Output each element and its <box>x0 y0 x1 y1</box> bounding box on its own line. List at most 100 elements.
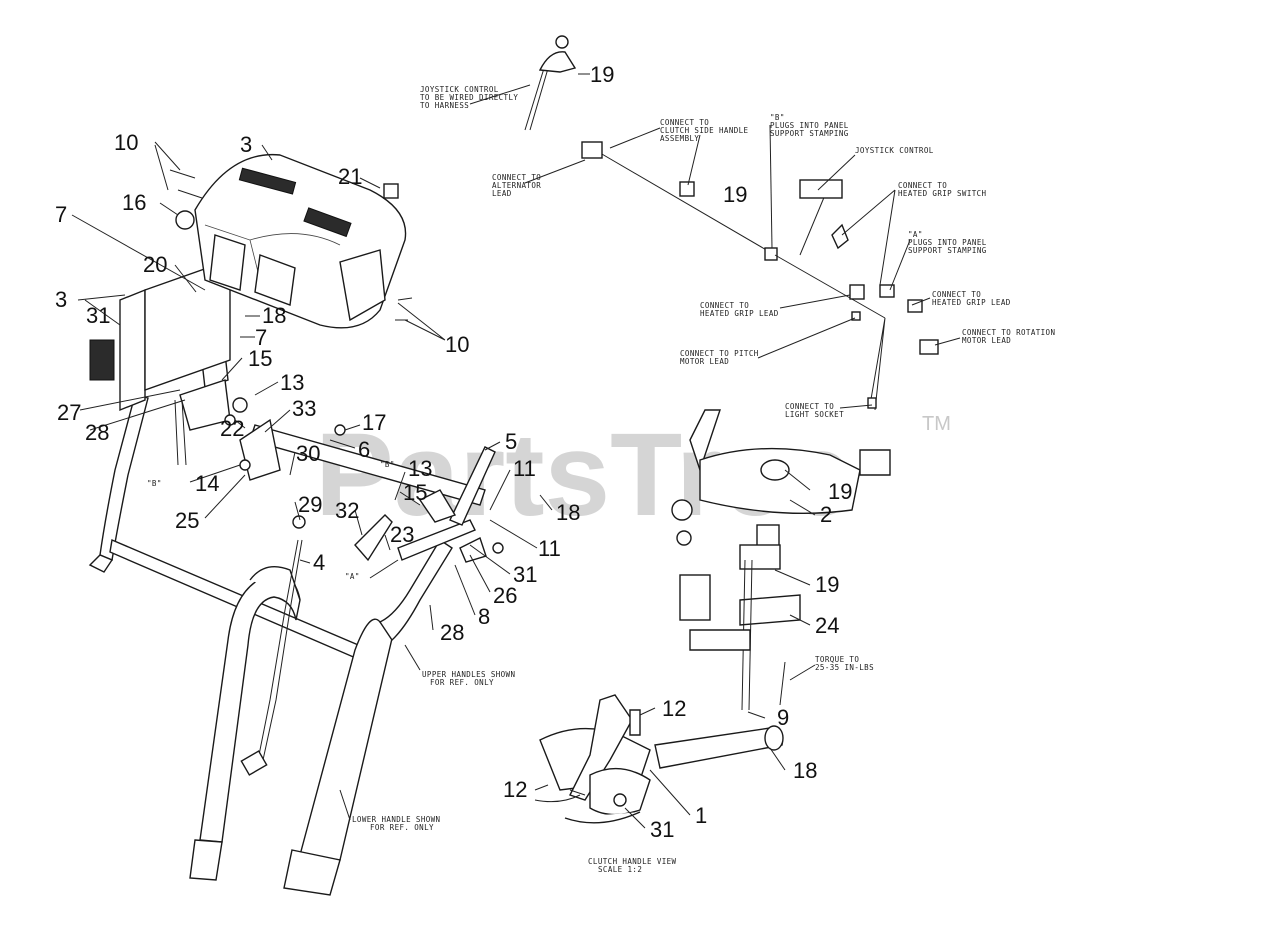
drawing-stroke <box>859 449 891 476</box>
drawing-stroke <box>399 491 421 506</box>
drawing-stroke <box>339 249 386 322</box>
drawing-stroke <box>175 210 195 230</box>
drawing-stroke <box>144 259 231 391</box>
note-text: TORQUE TO <box>815 655 859 664</box>
drawing-stroke <box>629 709 641 736</box>
drawing-stroke <box>779 661 786 706</box>
callout: 20 <box>143 252 167 277</box>
drawing-stroke <box>757 317 856 359</box>
drawing-stroke <box>789 499 816 516</box>
drawing-stroke <box>789 664 816 681</box>
drawing-stroke <box>232 397 248 413</box>
callout: 15 <box>403 480 427 505</box>
drawing-stroke <box>383 183 399 199</box>
drawing-stroke <box>689 629 751 651</box>
callout: 28 <box>440 620 464 645</box>
drawing-stroke <box>262 539 303 761</box>
drawing-stroke <box>699 447 861 515</box>
callout: 3 <box>240 132 252 157</box>
drawing-stroke <box>569 789 586 796</box>
note-text: CLUTCH HANDLE VIEW <box>588 857 677 866</box>
drawing-stroke <box>283 849 341 896</box>
callout: 15 <box>248 346 272 371</box>
callout: 31 <box>513 562 537 587</box>
drawing-stroke <box>469 544 511 575</box>
drawing-stroke <box>489 519 538 549</box>
callout: 26 <box>493 583 517 608</box>
callout: 30 <box>296 441 320 466</box>
drawing-stroke <box>204 474 246 519</box>
drawing-stroke <box>538 51 577 73</box>
note-text: UPPER HANDLES SHOWN <box>422 670 515 679</box>
drawing-stroke <box>589 767 651 816</box>
drawing-stroke <box>534 784 549 791</box>
note-text: CONNECT TO <box>660 118 709 127</box>
callout: 11 <box>513 456 536 481</box>
drawing-stroke <box>119 288 146 412</box>
drawing-stroke <box>555 35 569 49</box>
callout: 10 <box>445 332 469 357</box>
drawing-stroke <box>799 179 843 199</box>
drawing-stroke <box>234 419 246 429</box>
drawing-stroke <box>739 544 781 570</box>
note-text: CONNECT TO <box>785 402 834 411</box>
drawing-stroke <box>334 424 346 436</box>
drawing-stroke <box>779 294 851 309</box>
drawing-stroke <box>534 794 581 803</box>
note-text: HEATED GRIP SWITCH <box>898 189 987 198</box>
callout: 28 <box>85 420 109 445</box>
handle-assembly-drawing <box>88 259 504 896</box>
drawing-stroke <box>249 233 341 246</box>
drawing-stroke <box>524 159 586 184</box>
drawing-stroke <box>851 311 861 321</box>
drawing-stroke <box>394 471 406 501</box>
callout: 4 <box>313 550 325 575</box>
drawing-stroke <box>174 399 187 466</box>
drawing-stroke <box>238 167 297 195</box>
wiring-harness-drawing <box>524 35 939 411</box>
drawing-stroke <box>254 254 296 306</box>
note-label-b2: "B" <box>380 460 394 469</box>
watermark-trademark: TM <box>922 413 951 435</box>
drawing-stroke <box>831 223 849 250</box>
callout: 7 <box>55 202 67 227</box>
callout: 1 <box>695 803 707 828</box>
drawing-stroke <box>71 214 206 291</box>
note-joystick-control: JOYSTICK CONTROL <box>855 146 934 155</box>
callout: 23 <box>390 522 414 547</box>
drawing-stroke <box>624 807 646 829</box>
drawing-stroke <box>492 542 504 554</box>
drawing-stroke <box>329 439 356 449</box>
drawing-stroke <box>817 154 856 191</box>
drawing-stroke <box>354 509 363 536</box>
drawing-stroke <box>261 144 273 161</box>
drawing-stroke <box>240 750 268 776</box>
note-text: LIGHT SOCKET <box>785 410 844 419</box>
note-text: CONNECT TO <box>700 301 749 310</box>
callout: 12 <box>503 777 527 802</box>
callout: 19 <box>815 572 839 597</box>
drawing-stroke <box>339 789 351 821</box>
drawing-stroke <box>189 839 223 881</box>
drawing-stroke <box>249 566 301 601</box>
note-text: HEATED GRIP LEAD <box>932 298 1011 307</box>
drawing-stroke <box>769 124 773 249</box>
note-text: "A" <box>345 572 360 581</box>
drawing-stroke <box>395 297 413 321</box>
drawing-stroke <box>354 514 393 562</box>
note-text: JOYSTICK CONTROL <box>855 146 934 155</box>
drawing-stroke <box>89 339 115 381</box>
drawing-stroke <box>429 604 434 631</box>
drawing-stroke <box>869 317 886 411</box>
drawing-stroke <box>934 337 961 346</box>
note-text: SUPPORT STAMPING <box>908 246 987 255</box>
drawing-stroke <box>221 357 243 381</box>
drawing-stroke <box>879 284 895 298</box>
